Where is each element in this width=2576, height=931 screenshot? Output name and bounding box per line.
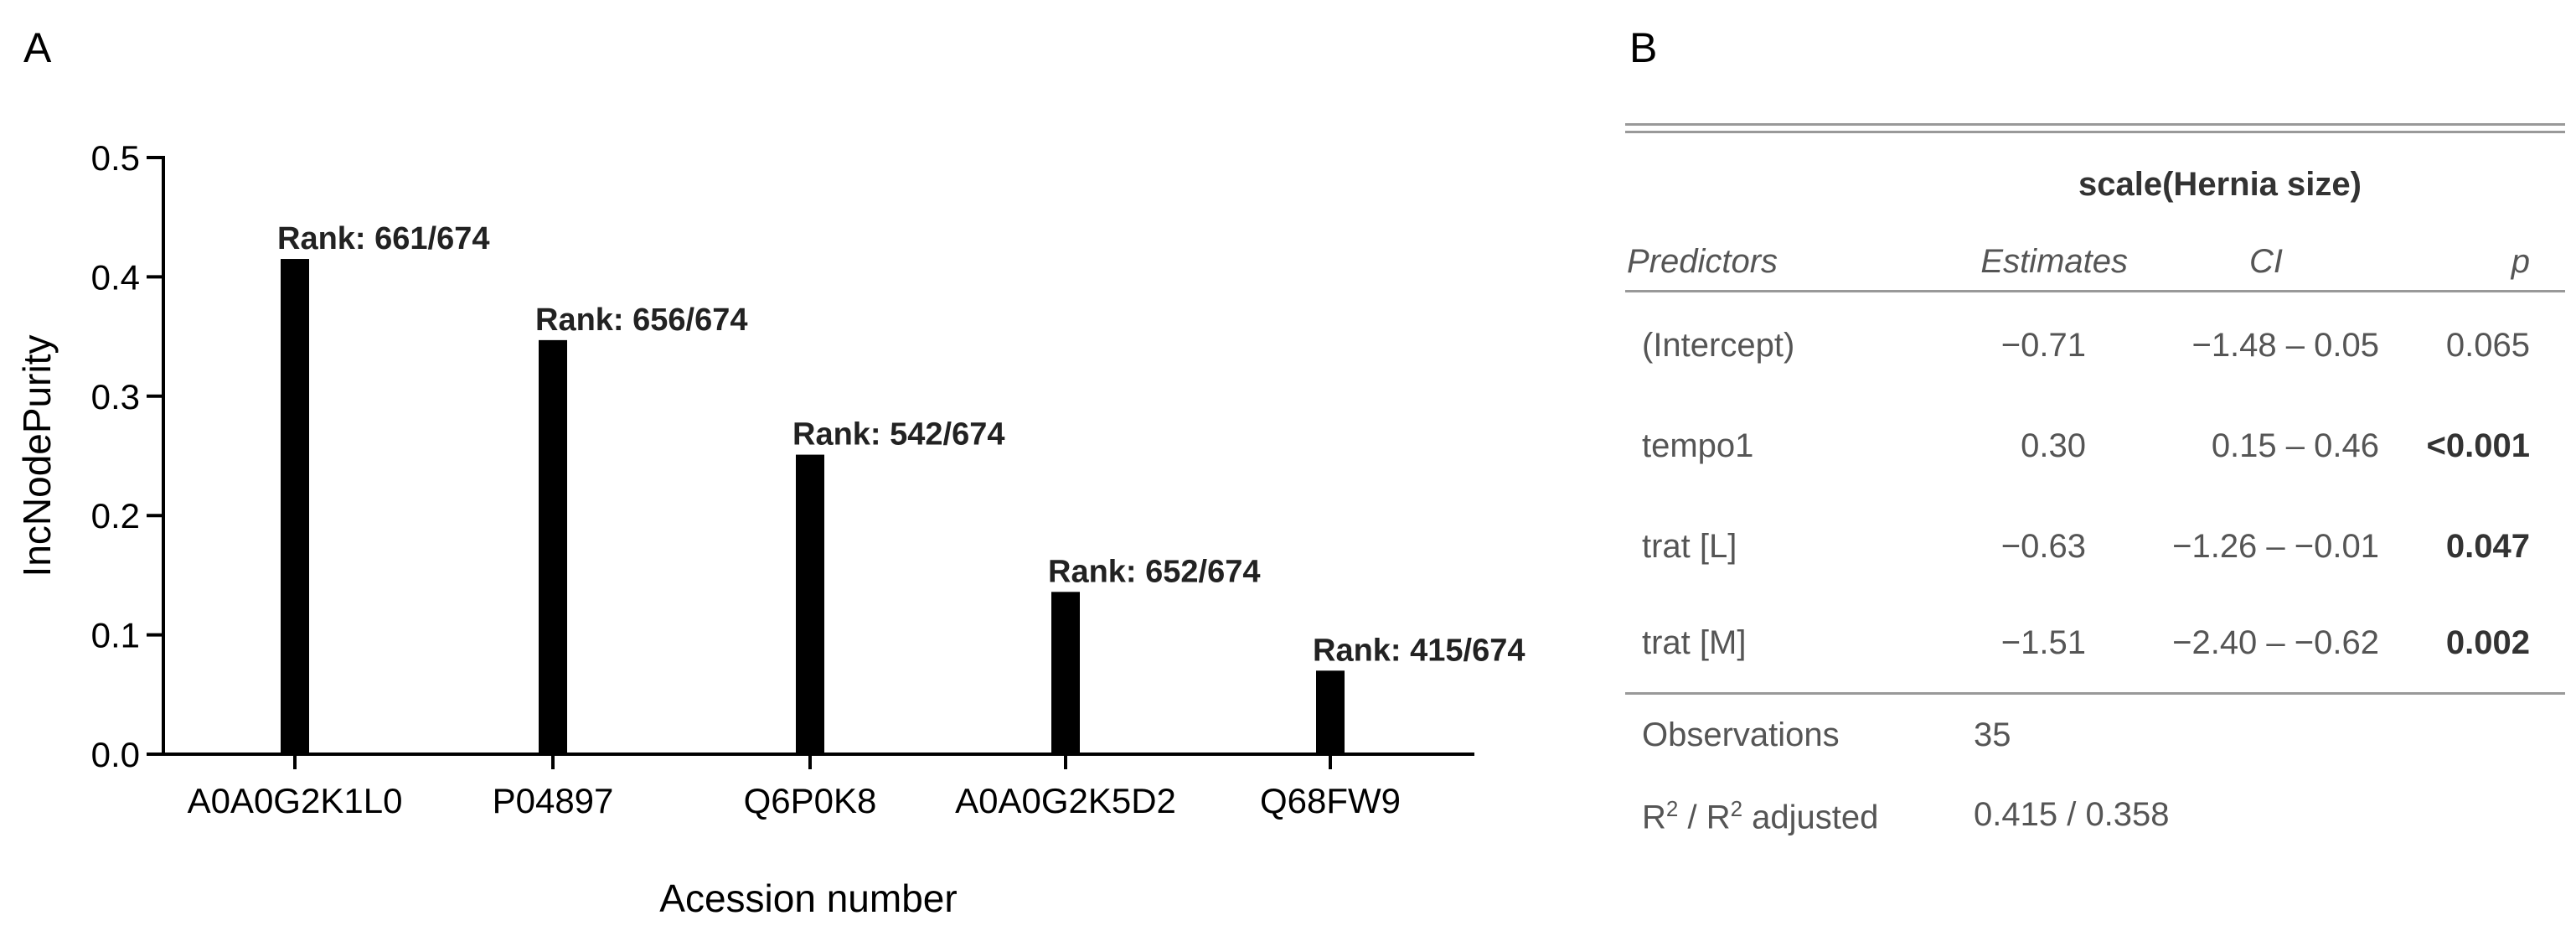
bar <box>539 339 567 754</box>
y-tick-label: 0.5 <box>91 138 140 178</box>
r2-label-end: adjusted <box>1742 799 1879 836</box>
row-ci: −1.26 – −0.01 <box>2172 528 2379 565</box>
bar <box>1051 592 1080 754</box>
data-label: Rank: 656/674 <box>535 303 748 338</box>
row-predictor: tempo1 <box>1642 427 1754 464</box>
r2-label-mid: / R <box>1678 799 1731 836</box>
header-estimates: Estimates <box>1980 243 2128 280</box>
observations-label: Observations <box>1642 716 1840 753</box>
y-tick-label: 0.2 <box>91 496 140 535</box>
data-label: Rank: 542/674 <box>792 417 1005 453</box>
header-predictors: Predictors <box>1627 243 1778 280</box>
row-estimate: −1.51 <box>2000 624 2086 661</box>
r2-label-sup1: 2 <box>1665 796 1679 821</box>
observations-value: 35 <box>1974 716 2011 753</box>
row-predictor: trat [L] <box>1642 528 1737 565</box>
row-predictor: (Intercept) <box>1642 327 1795 364</box>
row-ci: 0.15 – 0.46 <box>2211 427 2379 464</box>
data-label: Rank: 661/674 <box>277 221 490 256</box>
row-predictor: trat [M] <box>1642 624 1747 661</box>
data-label: Rank: 652/674 <box>1048 554 1261 589</box>
x-tick-label: Q6P0K8 <box>744 781 877 820</box>
bar <box>796 454 824 754</box>
r2-value: 0.415 / 0.358 <box>1974 796 2170 833</box>
header-ci: CI <box>2249 243 2283 280</box>
bar <box>281 259 309 754</box>
r2-label: R2 / R2 adjusted <box>1642 796 1878 836</box>
y-tick-label: 0.4 <box>91 257 140 297</box>
x-tick-label: A0A0G2K1L0 <box>188 781 403 820</box>
panel-label-b: B <box>1629 24 1658 71</box>
dependent-variable: scale(Hernia size) <box>2078 166 2362 203</box>
x-tick-label: Q68FW9 <box>1260 781 1401 820</box>
row-ci: −1.48 – 0.05 <box>2191 327 2379 364</box>
bar <box>1316 670 1345 754</box>
row-estimate: 0.30 <box>2021 427 2086 464</box>
row-p: 0.065 <box>2445 327 2530 364</box>
panel-label-a: A <box>23 24 52 71</box>
row-ci: −2.40 – −0.62 <box>2172 624 2379 661</box>
header-p: p <box>2511 243 2530 280</box>
x-tick-label: A0A0G2K5D2 <box>955 781 1176 820</box>
x-tick-label: P04897 <box>493 781 614 820</box>
footer-rule <box>1625 692 2565 695</box>
y-tick-label: 0.3 <box>91 377 140 416</box>
x-axis-title: Acession number <box>659 877 957 920</box>
row-p: 0.002 <box>2445 624 2530 661</box>
data-label: Rank: 415/674 <box>1313 633 1525 668</box>
table-top-rule <box>1625 123 2565 126</box>
r2-label-sup2: 2 <box>1730 796 1743 821</box>
y-axis-title: IncNodePurity <box>15 335 59 577</box>
table-top-rule-2 <box>1625 131 2565 133</box>
row-estimate: −0.71 <box>2000 327 2086 364</box>
r2-label-r: R <box>1642 799 1666 836</box>
row-estimate: −0.63 <box>2000 528 2086 565</box>
row-p: 0.047 <box>2445 528 2530 565</box>
y-tick-label: 0.1 <box>91 616 140 655</box>
header-rule <box>1625 290 2565 292</box>
y-tick-label: 0.0 <box>91 735 140 774</box>
row-p: <0.001 <box>2426 427 2530 464</box>
